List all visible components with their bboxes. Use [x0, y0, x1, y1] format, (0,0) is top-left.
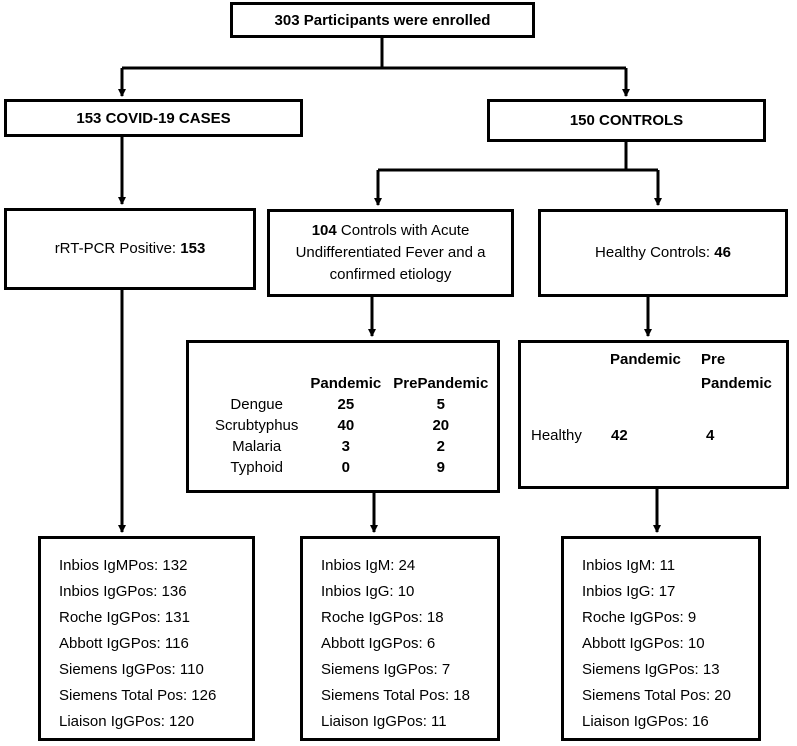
results-cases-box: Inbios IgMPos: 132 Inbios IgGPos: 136 Ro… — [38, 536, 255, 741]
rtpcr-value: 153 — [180, 240, 206, 257]
table-row: Scrubtyphus 40 20 — [215, 417, 450, 434]
covid-cases-text: 153 COVID-19 CASES — [76, 109, 231, 127]
list-item: Liaison IgGPos: 16 — [582, 713, 709, 730]
results-healthy-list: Inbios IgM: 11 Inbios IgG: 17 Roche IgGP… — [582, 553, 731, 735]
enrolled-text: 303 Participants were enrolled — [274, 11, 491, 29]
healthy-header-pandemic: Pandemic — [610, 351, 681, 368]
list-item: Inbios IgGPos: 136 — [59, 583, 187, 600]
list-item: Roche IgGPos: 131 — [59, 609, 190, 626]
results-cases-list: Inbios IgMPos: 132 Inbios IgGPos: 136 Ro… — [59, 553, 216, 735]
auf-count: 104 — [311, 222, 337, 239]
rtpcr-label: rRT-PCR Positive: 153 — [54, 240, 206, 257]
controls-text: 150 CONTROLS — [569, 112, 684, 129]
list-item: Siemens IgGPos: 13 — [582, 661, 720, 678]
healthy-header-pre: Pre — [701, 351, 726, 368]
list-item: Siemens Total Pos: 18 — [321, 687, 470, 704]
healthy-pandemic-value: 42 — [611, 427, 628, 444]
list-item: Roche IgGPos: 18 — [321, 609, 444, 626]
list-item: Siemens Total Pos: 126 — [59, 687, 217, 704]
healthy-controls-value: 46 — [714, 244, 731, 261]
list-item: Inbios IgG: 17 — [582, 583, 676, 600]
covid-cases-box: 153 COVID-19 CASES — [4, 99, 303, 137]
healthy-row-name: Healthy — [531, 427, 582, 444]
auf-breakdown-box: Pandemic PrePandemic Dengue 25 5 Scrubty… — [186, 340, 500, 493]
table-row: Malaria 3 2 — [232, 438, 445, 455]
table-row: Dengue 25 5 — [230, 396, 445, 413]
healthy-controls-box: Healthy Controls: 46 — [538, 209, 788, 297]
list-item: Siemens IgGPos: 110 — [59, 661, 204, 678]
list-item: Liaison IgGPos: 11 — [321, 713, 447, 730]
healthy-controls-label: Healthy Controls: 46 — [595, 244, 731, 261]
list-item: Inbios IgM: 24 — [321, 557, 416, 574]
list-item: Inbios IgG: 10 — [321, 583, 415, 600]
header-prepandemic: PrePandemic — [393, 375, 489, 392]
list-item: Inbios IgM: 11 — [582, 557, 676, 574]
results-healthy-box: Inbios IgM: 11 Inbios IgG: 17 Roche IgGP… — [561, 536, 761, 741]
list-item: Inbios IgMPos: 132 — [59, 557, 188, 574]
rtpcr-box: rRT-PCR Positive: 153 — [4, 208, 256, 290]
controls-box: 150 CONTROLS — [487, 99, 766, 142]
list-item: Roche IgGPos: 9 — [582, 609, 697, 626]
results-auf-list: Inbios IgM: 24 Inbios IgG: 10 Roche IgGP… — [321, 553, 470, 735]
auf-controls-text: 104 Controls with Acute Undifferentiated… — [295, 222, 486, 283]
list-item: Abbott IgGPos: 116 — [59, 635, 189, 652]
list-item: Liaison IgGPos: 120 — [59, 713, 195, 730]
table-row: Typhoid 0 9 — [230, 459, 445, 476]
healthy-header-pre-2: Pandemic — [701, 375, 772, 392]
auf-controls-box: 104 Controls with Acute Undifferentiated… — [267, 209, 514, 297]
healthy-breakdown-box: Pandemic Pre Pandemic Healthy 42 4 — [518, 340, 789, 489]
list-item: Siemens Total Pos: 20 — [582, 687, 731, 704]
results-auf-box: Inbios IgM: 24 Inbios IgG: 10 Roche IgGP… — [300, 536, 500, 741]
healthy-prepandemic-value: 4 — [706, 427, 715, 444]
enrolled-box: 303 Participants were enrolled — [230, 2, 535, 38]
auf-breakdown-table: Pandemic PrePandemic Dengue 25 5 Scrubty… — [209, 373, 494, 478]
list-item: Abbott IgGPos: 10 — [582, 635, 705, 652]
header-pandemic: Pandemic — [310, 375, 382, 392]
list-item: Siemens IgGPos: 7 — [321, 661, 451, 678]
list-item: Abbott IgGPos: 6 — [321, 635, 436, 652]
